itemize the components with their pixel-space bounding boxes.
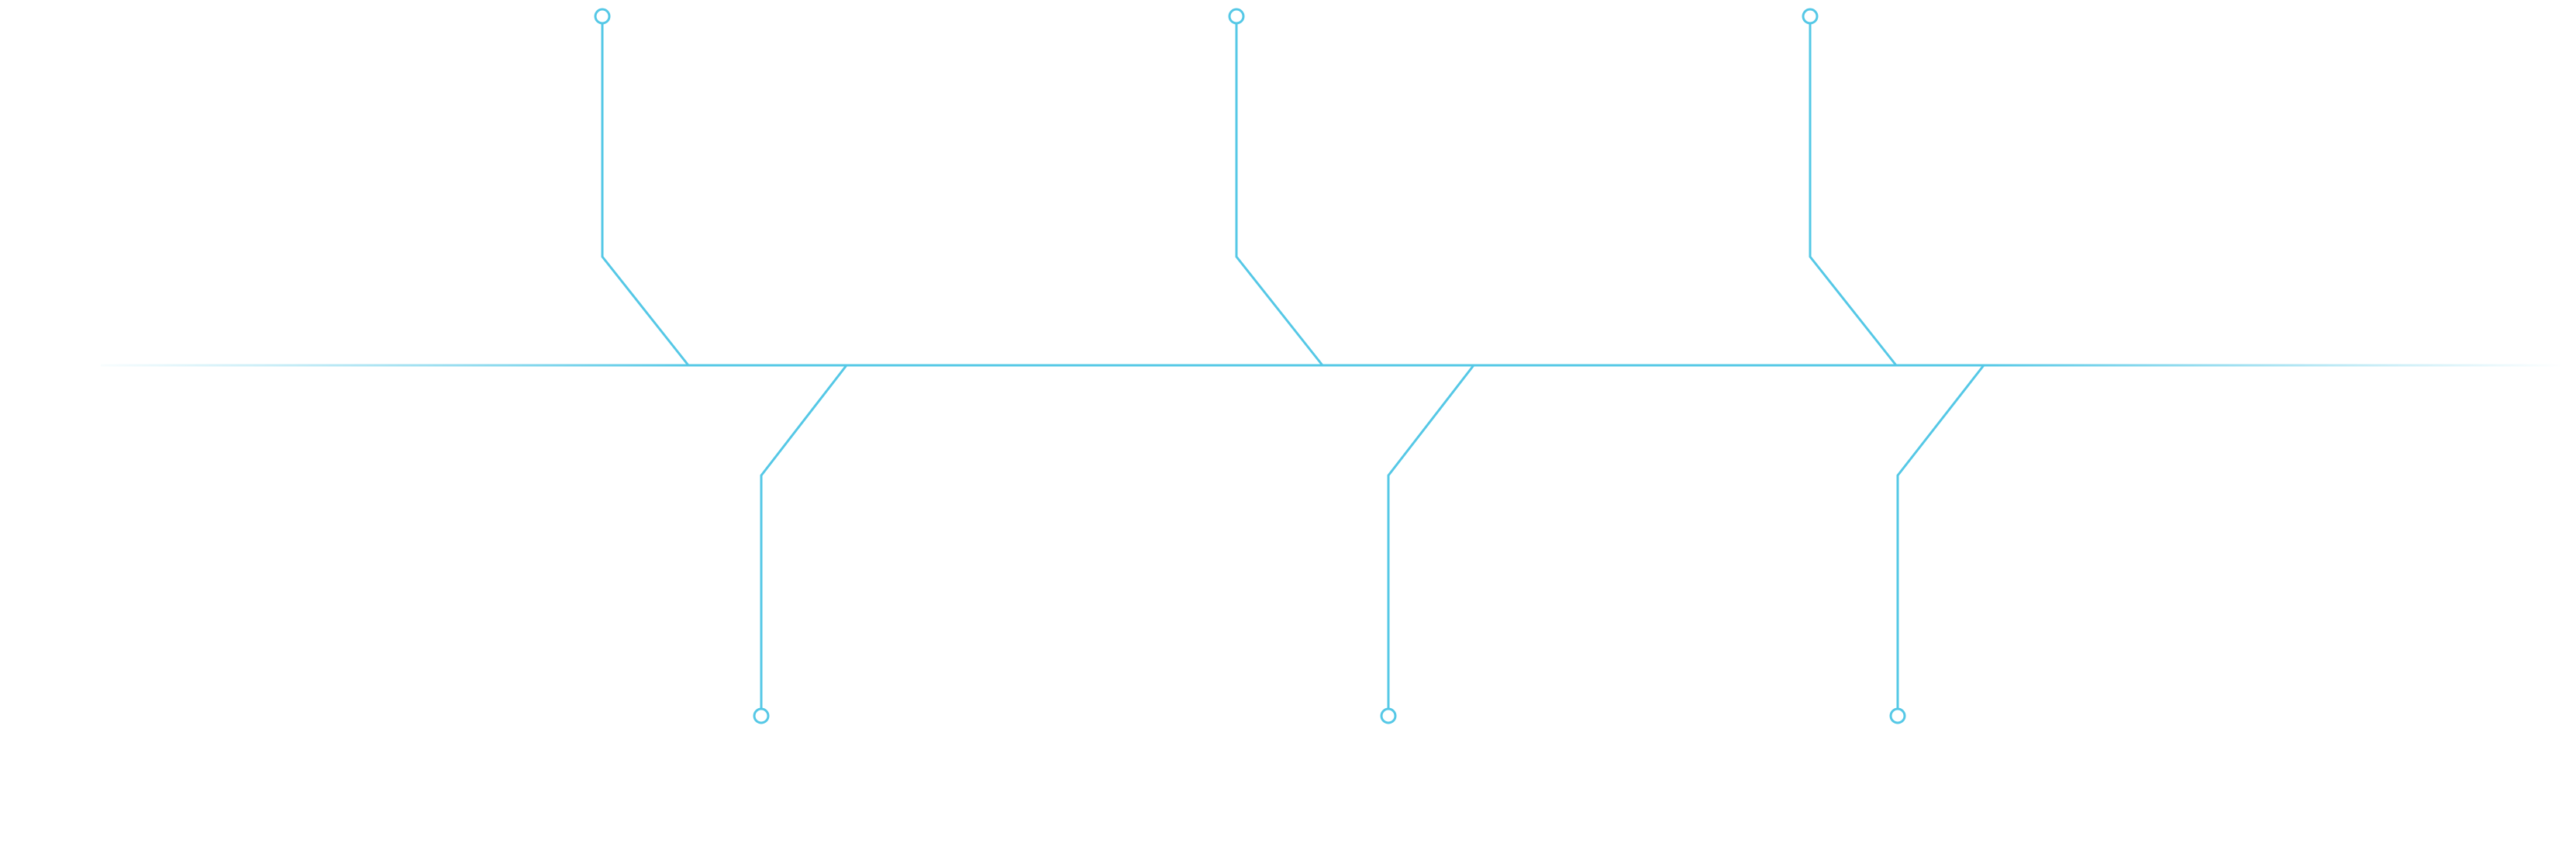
connector-up-3 bbox=[1228, 8, 1324, 366]
connector-line bbox=[601, 23, 690, 366]
connector-line bbox=[1896, 365, 1985, 709]
connector-down-2 bbox=[753, 365, 848, 724]
connector-up-5 bbox=[1802, 8, 1898, 366]
connector-endpoint-circle bbox=[1889, 707, 1906, 724]
connector-line bbox=[1387, 365, 1475, 709]
connector-down-6 bbox=[1889, 365, 1985, 724]
connector-line bbox=[1235, 23, 1324, 366]
connector-endpoint-circle bbox=[1802, 8, 1819, 25]
connector-endpoint-circle bbox=[1228, 8, 1245, 25]
connector-endpoint-circle bbox=[753, 707, 770, 724]
connector-group bbox=[594, 8, 1985, 724]
connector-endpoint-circle bbox=[594, 8, 611, 25]
connector-line bbox=[1809, 23, 1898, 366]
connector-down-4 bbox=[1380, 365, 1475, 724]
connector-up-1 bbox=[594, 8, 690, 366]
connector-endpoint-circle bbox=[1380, 707, 1397, 724]
connector-line bbox=[760, 365, 848, 709]
